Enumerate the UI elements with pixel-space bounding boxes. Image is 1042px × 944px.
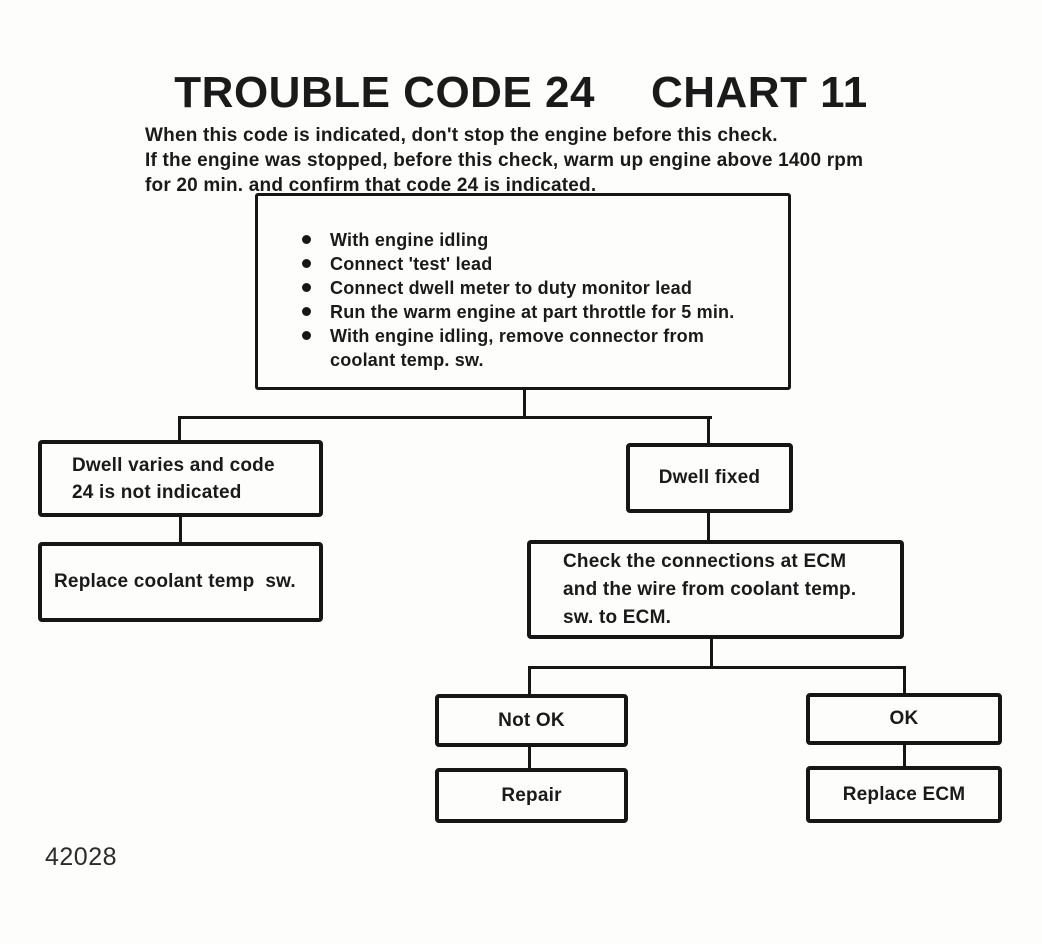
node-text: Replace coolant temp sw. bbox=[54, 571, 296, 592]
node-replace-coolant-temp-sw: Replace coolant temp sw. bbox=[38, 542, 323, 622]
bullet-icon bbox=[302, 307, 311, 316]
title-trouble-code: TROUBLE CODE 24 bbox=[174, 68, 595, 117]
list-item: Connect 'test' lead bbox=[302, 252, 778, 276]
connector-not-ok-to-repair bbox=[528, 745, 531, 770]
figure-number: 42028 bbox=[45, 843, 118, 871]
node-text: Dwell fixed bbox=[658, 467, 761, 488]
node-text: Replace ECM bbox=[842, 783, 966, 805]
connector-ok-to-replace-ecm bbox=[903, 743, 906, 768]
connector-ok-down bbox=[903, 666, 906, 695]
connector-result-horizontal bbox=[528, 666, 906, 669]
intro-paragraph: When this code is indicated, don't stop … bbox=[145, 123, 945, 198]
bullet-icon bbox=[302, 259, 311, 268]
bullet-text: Connect dwell meter to duty monitor lead bbox=[330, 278, 693, 298]
node-text: Check the connections at ECM and the wir… bbox=[563, 550, 857, 628]
connector-dwell-varies-to-replace bbox=[179, 515, 182, 544]
list-item: Run the warm engine at part throttle for… bbox=[302, 300, 778, 324]
page-title: TROUBLE CODE 24 CHART 11 bbox=[0, 68, 1042, 118]
list-item: Connect dwell meter to duty monitor lead bbox=[302, 276, 778, 300]
bullet-icon bbox=[302, 235, 311, 244]
intro-line-3: for 20 min. and confirm that code 24 is … bbox=[145, 175, 597, 196]
connector-branch-horizontal bbox=[178, 416, 712, 419]
intro-line-2: If the engine was stopped, before this c… bbox=[145, 150, 864, 171]
bullet-text: With engine idling, remove connector fro… bbox=[330, 326, 705, 370]
node-replace-ecm: Replace ECM bbox=[806, 766, 1002, 823]
node-dwell-varies: Dwell varies and code 24 is not indicate… bbox=[38, 440, 323, 517]
bullet-text: Run the warm engine at part throttle for… bbox=[330, 302, 735, 322]
connector-check-down bbox=[710, 637, 713, 669]
intro-line-1: When this code is indicated, don't stop … bbox=[145, 125, 778, 146]
node-text: Repair bbox=[501, 784, 562, 806]
node-dwell-fixed: Dwell fixed bbox=[626, 443, 793, 513]
connector-left-branch-down bbox=[178, 416, 181, 443]
connector-not-ok-down bbox=[528, 666, 531, 696]
node-repair: Repair bbox=[435, 768, 628, 823]
bullet-icon bbox=[302, 283, 311, 292]
connector-dwell-fixed-to-check bbox=[707, 511, 710, 542]
bullet-text: Connect 'test' lead bbox=[330, 254, 493, 274]
title-chart-number: CHART 11 bbox=[650, 68, 868, 117]
list-item: With engine idling bbox=[302, 228, 778, 252]
instruction-bullet-list: With engine idling Connect 'test' lead C… bbox=[258, 196, 788, 372]
start-node-instructions: With engine idling Connect 'test' lead C… bbox=[255, 193, 791, 390]
node-check-connections: Check the connections at ECM and the wir… bbox=[527, 540, 904, 639]
connector-start-down bbox=[523, 388, 526, 419]
node-text: OK bbox=[889, 708, 919, 729]
node-ok: OK bbox=[806, 693, 1002, 745]
node-not-ok: Not OK bbox=[435, 694, 628, 747]
node-text: Not OK bbox=[498, 709, 565, 731]
connector-right-branch-down bbox=[707, 416, 710, 446]
node-text: Dwell varies and code 24 is not indicate… bbox=[72, 454, 275, 503]
bullet-text: With engine idling bbox=[330, 230, 489, 250]
bullet-icon bbox=[302, 331, 311, 340]
list-item: With engine idling, remove connector fro… bbox=[302, 324, 778, 372]
